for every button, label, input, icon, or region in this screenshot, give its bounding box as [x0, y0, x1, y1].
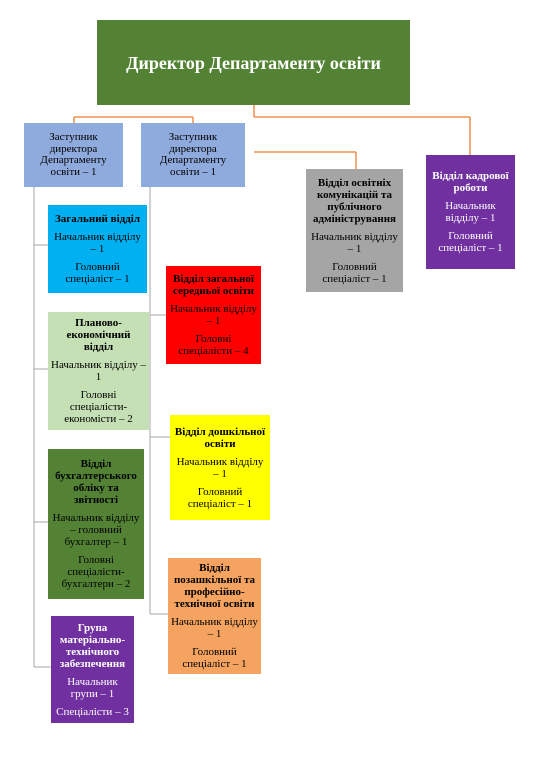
department-line: Начальник відділу – 1	[311, 230, 398, 255]
department-title: Відділ освітніх комунікацій та публічног…	[313, 176, 396, 225]
department-line: Начальник відділу – 1	[54, 231, 141, 255]
communications-department-box: Відділ освітніх комунікацій та публічног…	[306, 169, 403, 292]
deputy-box-1: Заступник директора Департаменту освіти …	[24, 123, 123, 187]
planning-department-box: Планово-економічний відділ Начальник від…	[48, 312, 149, 430]
secondary-education-box: Відділ загальної середньої освіти Началь…	[166, 266, 261, 364]
preschool-education-box: Відділ дошкільної освіти Начальник відді…	[170, 415, 270, 520]
department-line: Начальник відділу – 1	[445, 200, 496, 224]
extracurricular-education-box: Відділ позашкільної та професійно-техніч…	[168, 558, 261, 674]
department-line: Головний спеціаліст – 1	[187, 485, 253, 510]
deputy-title: Заступник директора Департаменту освіти …	[159, 131, 227, 178]
department-line: Головні спеціалісти – 4	[178, 333, 249, 357]
department-title: Відділ дошкільної освіти	[174, 425, 266, 450]
hr-department-box: Відділ кадрової роботи Начальник відділу…	[426, 155, 515, 269]
deputy-title: Заступник директора Департаменту освіти …	[40, 131, 107, 178]
deputy-connectors	[33, 187, 170, 668]
department-line: Головний спеціаліст – 1	[438, 230, 503, 254]
general-department-box: Загальний відділ Начальник відділу – 1 Г…	[48, 205, 147, 293]
department-line: Головний спеціаліст – 1	[322, 260, 387, 285]
department-title: Відділ бухгалтерського обліку та звітнос…	[55, 458, 137, 506]
director-title: Директор Департаменту освіти	[126, 52, 381, 73]
department-title: Відділ позашкільної та професійно-техніч…	[173, 562, 256, 610]
department-line: Спеціалісти – 3	[56, 705, 129, 718]
department-title: Загальний відділ	[54, 213, 140, 225]
director-box: Директор Департаменту освіти	[97, 20, 410, 105]
department-line: Начальник відділу – 1	[176, 455, 264, 480]
department-line: Начальник відділу – головний бухгалтер –…	[52, 512, 140, 548]
director-connectors	[73, 104, 471, 169]
department-line: Головний спеціаліст – 1	[65, 261, 130, 285]
department-line: Начальник групи – 1	[67, 675, 118, 700]
accounting-department-box: Відділ бухгалтерського обліку та звітнос…	[48, 449, 144, 599]
department-line: Начальник відділу – 1	[171, 616, 258, 640]
department-line: Головні спеціалісти-економісти – 2	[64, 389, 133, 425]
department-title: Планово-економічний відділ	[66, 317, 131, 353]
department-line: Начальник відділу – 1	[51, 359, 147, 383]
department-line: Головний спеціаліст – 1	[182, 646, 247, 670]
department-title: Відділ кадрової роботи	[432, 170, 509, 194]
department-line: Начальник відділу – 1	[170, 303, 257, 327]
department-title: Відділ загальної середньої освіти	[173, 273, 254, 297]
deputy-box-2: Заступник директора Департаменту освіти …	[141, 123, 245, 187]
department-line: Головні спеціалісти-бухгалтери – 2	[61, 554, 131, 590]
material-group-box: Група матеріально-технічного забезпеченн…	[51, 616, 134, 723]
department-title: Група матеріально-технічного забезпеченн…	[59, 621, 126, 670]
